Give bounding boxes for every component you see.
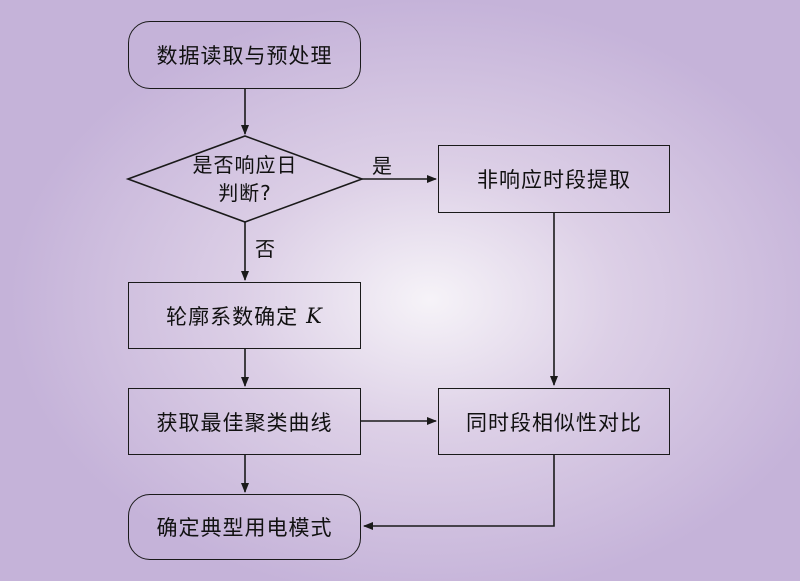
yes-label: 是 (372, 154, 392, 178)
silhouette-k-variable: K (306, 303, 323, 328)
decision-line-1: 是否响应日 (192, 153, 298, 177)
silhouette-node-label: 轮廓系数确定 (166, 304, 299, 329)
result-node: 确定典型用电模式 (128, 494, 361, 560)
compare-node-label: 同时段相似性对比 (466, 410, 642, 435)
silhouette-node: 轮廓系数确定 K (128, 282, 361, 349)
decision-node-label: 是否响应日 判断? (160, 151, 330, 207)
cluster-node: 获取最佳聚类曲线 (128, 388, 361, 455)
decision-line-2: 判断? (218, 181, 272, 205)
cluster-node-label: 获取最佳聚类曲线 (156, 410, 333, 435)
extract-node-label: 非响应时段提取 (477, 168, 631, 192)
extract-node: 非响应时段提取 (438, 145, 670, 213)
compare-node: 同时段相似性对比 (438, 388, 670, 455)
edge-compare-result (363, 455, 555, 530)
start-node-label: 数据读取与预处理 (156, 44, 333, 68)
result-node-label: 确定典型用电模式 (156, 516, 333, 540)
start-node: 数据读取与预处理 (128, 21, 361, 89)
no-label: 否 (255, 237, 275, 261)
